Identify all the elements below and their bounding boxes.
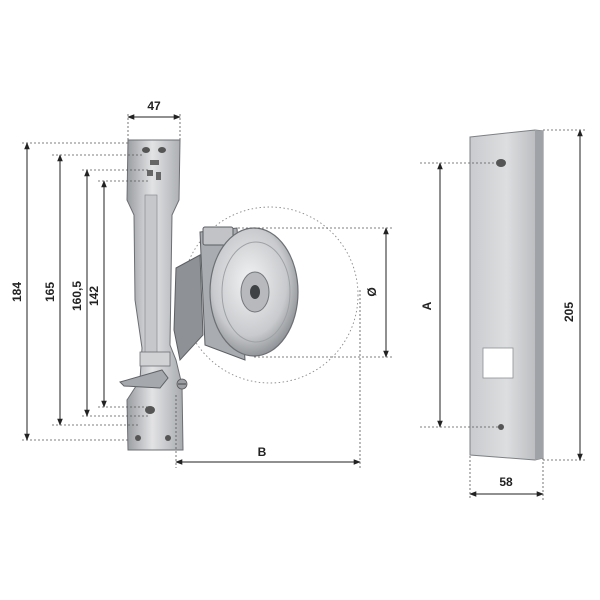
dim-label-plate-height: 205 (562, 302, 576, 322)
dim-label-height-165: 165 (43, 282, 57, 302)
dim-label-bracket-width: 47 (147, 99, 161, 113)
dim-label-depth: B (258, 445, 267, 459)
cover-plate-drawing (469, 129, 544, 461)
dim-label-height-184: 184 (10, 282, 24, 302)
dim-label-height-142: 142 (87, 286, 101, 306)
dim-label-height-160-5: 160,5 (70, 281, 84, 311)
bracket-drawing (119, 139, 188, 451)
dim-label-plate-width: 58 (499, 475, 513, 489)
dimension-lines (22, 112, 586, 500)
dim-label-diameter: Ø (365, 287, 379, 296)
dim-label-hole-spacing: A (420, 301, 434, 310)
pulley-drawing (173, 206, 359, 384)
